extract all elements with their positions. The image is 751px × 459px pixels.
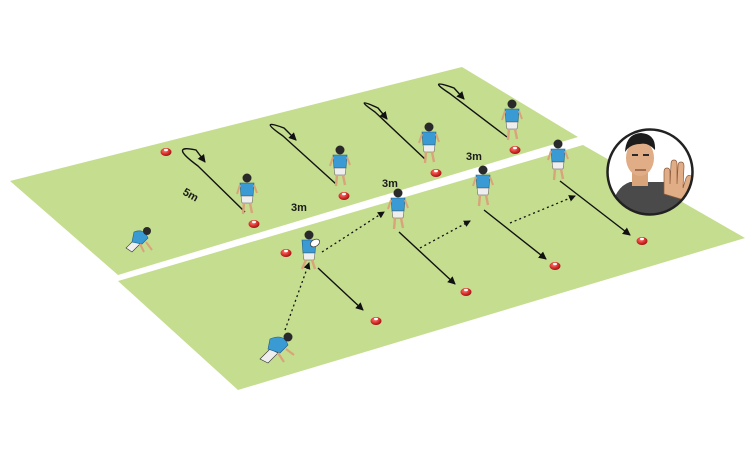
rugby-player	[418, 122, 440, 164]
pitch-back	[10, 67, 578, 275]
rugby-player-crouching-passer	[259, 332, 295, 364]
run-path-back-1	[181, 148, 246, 213]
run-line-front-3	[483, 209, 547, 260]
run-line-front-4	[559, 180, 631, 236]
cone-marker	[160, 148, 172, 156]
run-path-back-4	[438, 83, 508, 138]
rugby-player-crouching-back	[125, 227, 153, 253]
cone-marker	[509, 146, 521, 154]
cone-marker	[248, 220, 260, 228]
cone-marker	[280, 249, 292, 257]
cone-marker	[370, 317, 382, 325]
distance-label-3m-3: 3m	[466, 151, 482, 163]
rugby-player	[236, 173, 258, 215]
pitch-front	[118, 145, 745, 390]
rugby-ball	[309, 238, 321, 248]
cone-marker	[430, 169, 442, 177]
rugby-player	[472, 165, 494, 207]
run-path-back-2	[269, 123, 337, 185]
run-lines-front	[317, 180, 631, 311]
rugby-player	[387, 188, 409, 230]
pass-line-2	[321, 211, 385, 253]
pass-line-4	[509, 195, 576, 224]
pass-lines	[284, 195, 576, 331]
run-path-back-3	[363, 102, 427, 161]
rugby-player	[329, 145, 351, 187]
distance-label-3m-1: 3m	[291, 202, 307, 214]
cone-marker	[338, 192, 350, 200]
run-line-front-1	[317, 267, 364, 311]
players	[125, 99, 569, 364]
rugby-player	[501, 99, 523, 141]
pass-line-1	[284, 262, 311, 331]
cone-marker	[460, 288, 472, 296]
distance-label-3m-2: 3m	[382, 178, 398, 190]
run-line-front-2	[398, 231, 456, 285]
rugby-player-with-ball	[300, 230, 321, 270]
raised-hand-icon	[663, 159, 692, 201]
cones	[160, 146, 648, 325]
cone-marker	[549, 262, 561, 270]
rugby-player	[547, 139, 569, 181]
cone-marker	[636, 237, 648, 245]
